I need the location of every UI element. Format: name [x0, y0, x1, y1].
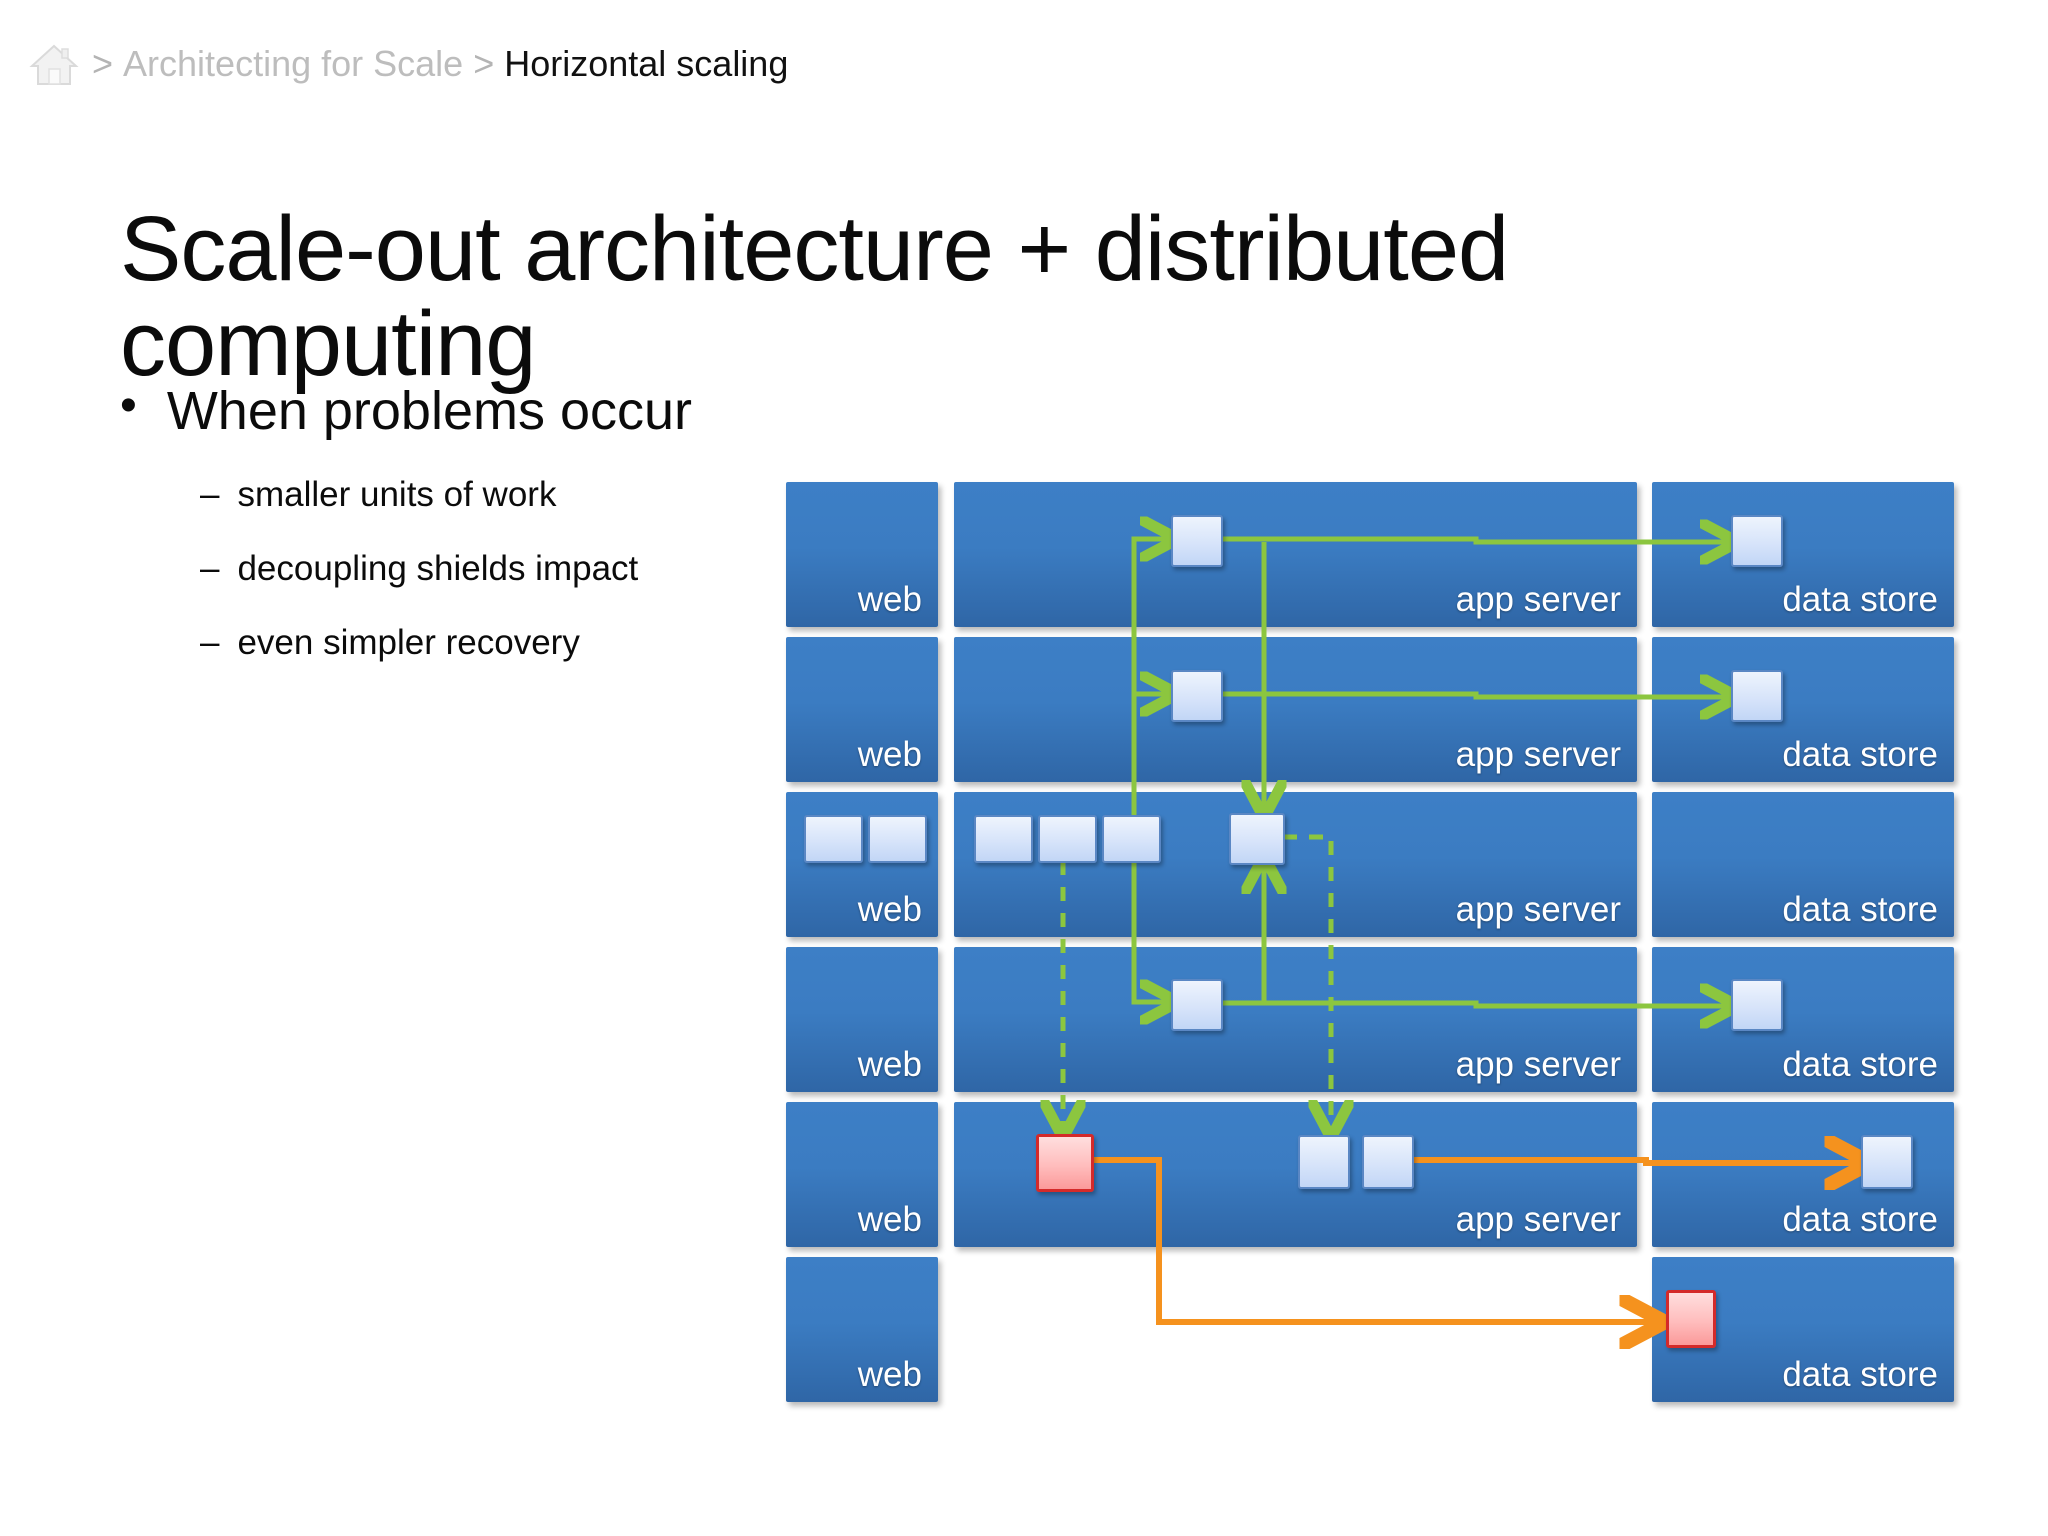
sub-bullet-list: – smaller units of work – decoupling shi… [200, 475, 820, 697]
node-label: web [857, 579, 922, 619]
task-unit[interactable] [1731, 515, 1783, 567]
task-unit[interactable] [1171, 979, 1223, 1031]
task-unit[interactable] [1038, 815, 1097, 863]
task-unit-failed[interactable] [1666, 1290, 1716, 1348]
sub-bullet-marker: – [200, 475, 220, 514]
node-label: data store [1782, 579, 1938, 619]
node-web-2[interactable]: web [786, 637, 938, 782]
node-app-1[interactable]: app server [954, 482, 1637, 627]
node-data-3[interactable]: data store [1652, 792, 1954, 937]
node-label: web [857, 734, 922, 774]
breadcrumb-current: Horizontal scaling [504, 43, 789, 84]
sub-bullet-text: smaller units of work [237, 475, 557, 514]
task-unit[interactable] [1298, 1135, 1350, 1189]
task-unit-failed[interactable] [1036, 1134, 1094, 1192]
node-web-5[interactable]: web [786, 1102, 938, 1247]
sub-bullet-marker: – [200, 623, 220, 662]
bullet-level1: • When problems occur [120, 379, 693, 442]
sub-bullet-item: – even simpler recovery [200, 623, 820, 663]
sub-bullet-text: even simpler recovery [237, 623, 580, 662]
node-app-3[interactable]: app server [954, 792, 1637, 937]
sub-bullet-item: – smaller units of work [200, 475, 820, 515]
node-web-1[interactable]: web [786, 482, 938, 627]
node-label: app server [1455, 889, 1621, 929]
architecture-diagram: web app server data store web app server… [786, 482, 1966, 1402]
node-label: web [857, 1354, 922, 1394]
home-icon[interactable] [26, 36, 82, 92]
task-unit[interactable] [1861, 1135, 1913, 1189]
breadcrumb-parent[interactable]: Architecting for Scale [123, 43, 464, 84]
task-unit[interactable] [868, 815, 927, 863]
sub-bullet-text: decoupling shields impact [237, 549, 639, 588]
bullet-level1-text: When problems occur [166, 381, 693, 441]
task-unit[interactable] [974, 815, 1033, 863]
node-label: data store [1782, 734, 1938, 774]
node-label: app server [1455, 734, 1621, 774]
task-unit[interactable] [804, 815, 863, 863]
node-label: web [857, 889, 922, 929]
task-unit[interactable] [1229, 813, 1285, 865]
node-label: web [857, 1199, 922, 1239]
page-title: Scale-out architecture + distributed com… [120, 197, 1509, 396]
bullet-marker: • [120, 379, 137, 432]
sub-bullet-item: – decoupling shields impact [200, 549, 820, 589]
node-app-4[interactable]: app server [954, 947, 1637, 1092]
node-label: app server [1455, 1199, 1621, 1239]
task-unit[interactable] [1731, 979, 1783, 1031]
node-label: data store [1782, 1354, 1938, 1394]
node-web-3[interactable]: web [786, 792, 938, 937]
node-web-6[interactable]: web [786, 1257, 938, 1402]
node-label: web [857, 1044, 922, 1084]
node-label: data store [1782, 1199, 1938, 1239]
breadcrumb-separator-2: > [473, 43, 495, 84]
node-app-2[interactable]: app server [954, 637, 1637, 782]
node-web-4[interactable]: web [786, 947, 938, 1092]
task-unit[interactable] [1171, 670, 1223, 722]
node-label: data store [1782, 1044, 1938, 1084]
task-unit[interactable] [1102, 815, 1161, 863]
node-data-4[interactable]: data store [1652, 947, 1954, 1092]
node-label: data store [1782, 889, 1938, 929]
node-label: app server [1455, 1044, 1621, 1084]
breadcrumb-separator-1: > [92, 43, 114, 84]
task-unit[interactable] [1171, 515, 1223, 567]
node-data-1[interactable]: data store [1652, 482, 1954, 627]
task-unit[interactable] [1731, 670, 1783, 722]
node-label: app server [1455, 579, 1621, 619]
task-unit[interactable] [1362, 1135, 1414, 1189]
sub-bullet-marker: – [200, 549, 220, 588]
node-data-2[interactable]: data store [1652, 637, 1954, 782]
breadcrumb: > Architecting for Scale > Horizontal sc… [26, 32, 788, 96]
